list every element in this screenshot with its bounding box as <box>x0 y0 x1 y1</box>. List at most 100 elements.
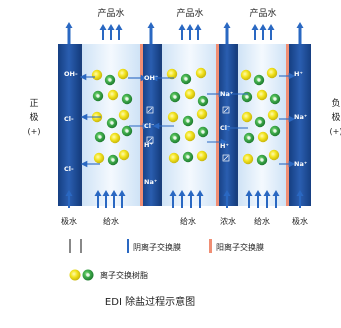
anode-compartment <box>58 44 80 206</box>
feed-arrow-head <box>94 190 102 196</box>
bottom-labels: 极水 给水 给水 浓水 给水 极水 <box>61 216 308 226</box>
legend-yellow-bead <box>69 269 81 281</box>
feed-arrow-head <box>187 190 195 196</box>
feed-arrow <box>223 190 231 208</box>
membrane-symbol-slash <box>147 107 153 113</box>
feed-arrow <box>118 190 126 208</box>
outlet-arrow <box>296 22 304 44</box>
resin-bead-core <box>110 121 114 125</box>
ion-oh-label: OH- <box>64 70 78 78</box>
product-arrow-head <box>259 24 267 30</box>
feed-arrow <box>196 190 204 208</box>
feed-arrow <box>296 190 304 208</box>
ion-h-plus-label: H⁺ <box>294 70 303 78</box>
resin-bead-yellow <box>240 69 252 81</box>
ion-cl-label: Cl- <box>64 165 74 173</box>
resin-bead-yellow <box>93 152 105 164</box>
resin-bead-yellow <box>242 153 254 165</box>
outlet-arrow-head <box>147 22 155 28</box>
resin-bead-yellow <box>184 88 196 100</box>
anion-membrane <box>160 44 162 206</box>
ion-oh-minus-label: OH⁻ <box>144 74 158 82</box>
resin-bead-yellow <box>109 132 121 144</box>
membrane-symbol <box>146 136 154 144</box>
diagram-caption: EDI 除盐过程示意图 <box>105 295 195 308</box>
outlet-arrow-head <box>223 22 231 28</box>
bottom-label: 浓水 <box>220 216 236 226</box>
feed-arrow-head <box>169 190 177 196</box>
legend: 阴离子交换膜 阳离子交换膜 离子交换树脂 <box>69 239 264 281</box>
product-arrow <box>107 24 115 40</box>
product-water-label: 产品水 <box>249 7 276 19</box>
resin-bead-core <box>273 129 277 133</box>
feed-arrow <box>187 190 195 208</box>
resin-bead-yellow <box>107 89 119 101</box>
feed-arrow <box>169 190 177 208</box>
membrane-symbol-slash <box>223 107 229 113</box>
legend-resin: 离子交换树脂 <box>69 269 148 281</box>
positive-electrode-label: 正 极 (+) <box>28 99 41 136</box>
legend-membrane-swatch <box>80 239 82 253</box>
product-arrow-head <box>251 24 259 30</box>
feed-arrow <box>178 190 186 208</box>
product-arrow <box>186 24 194 40</box>
resin-bead-core <box>173 136 177 140</box>
resin-bead-core <box>125 129 129 133</box>
ion-h-plus-label: H⁺ <box>220 142 229 150</box>
cathode-compartment <box>289 44 311 206</box>
resin-bead-core <box>186 119 190 123</box>
resin-bead-core <box>184 77 188 81</box>
negative-electrode-label: 负 极 (+) <box>330 97 341 136</box>
product-water-label: 产品水 <box>97 7 124 19</box>
legend-cation-membrane: 阳离子交换膜 <box>209 239 264 253</box>
anion-membrane <box>236 44 238 206</box>
product-arrow-head <box>186 24 194 30</box>
membrane-symbol <box>222 154 230 162</box>
feed-arrow <box>94 190 102 208</box>
feed-arrow-head <box>272 190 280 196</box>
resin-bead-core <box>173 95 177 99</box>
positive-label-2: 极 <box>29 111 38 123</box>
resin-bead-yellow <box>118 149 130 161</box>
product-arrow-head <box>107 24 115 30</box>
positive-label-3: (+) <box>28 127 41 136</box>
resin-bead-yellow <box>267 109 279 121</box>
resin-bead-core <box>258 120 262 124</box>
feed-arrow-head <box>196 190 204 196</box>
resin-bead-yellow <box>167 111 179 123</box>
product-arrow <box>178 24 186 40</box>
feed-arrow-head <box>245 190 253 196</box>
ion-labels: OH- Cl- Cl- OH⁻ Cl⁻ H⁺ Na⁺ Na⁺ Cl⁻ H⁺ H⁺… <box>64 70 307 186</box>
membrane-symbol-slash <box>223 155 229 161</box>
product-arrow-head <box>267 24 275 30</box>
concentrate-channel-1 <box>142 44 160 206</box>
feed-arrow-head <box>102 190 110 196</box>
legend-cation-swatch <box>209 239 212 253</box>
flow-arrows <box>65 22 304 208</box>
resin-bead-core <box>98 135 102 139</box>
membrane-symbol-slash <box>147 137 153 143</box>
product-water-label: 产品水 <box>176 7 203 19</box>
cation-membrane <box>216 44 219 206</box>
resin-bead-core <box>273 97 277 101</box>
legend-anion-swatch <box>127 239 129 253</box>
bottom-label: 极水 <box>292 216 308 226</box>
resin-bead-core <box>186 155 190 159</box>
product-arrow-head <box>99 24 107 30</box>
feed-arrow-head <box>223 190 231 196</box>
product-arrow <box>115 24 123 40</box>
resin-bead-yellow <box>196 150 208 162</box>
outlet-arrow <box>223 22 231 44</box>
resin-bead-yellow <box>195 67 207 79</box>
legend-anion-label: 阴离子交换膜 <box>133 242 181 252</box>
membrane-symbol <box>146 106 154 114</box>
resin-bead-yellow <box>266 67 278 79</box>
positive-label-1: 正 <box>29 99 38 109</box>
resin-bead-yellow <box>166 68 178 80</box>
negative-label-2: 极 <box>331 111 340 123</box>
legend-cation-label: 阳离子交换膜 <box>216 242 264 252</box>
resin-bead-core <box>260 158 264 162</box>
product-arrow-head <box>194 24 202 30</box>
feed-arrow-head <box>110 190 118 196</box>
